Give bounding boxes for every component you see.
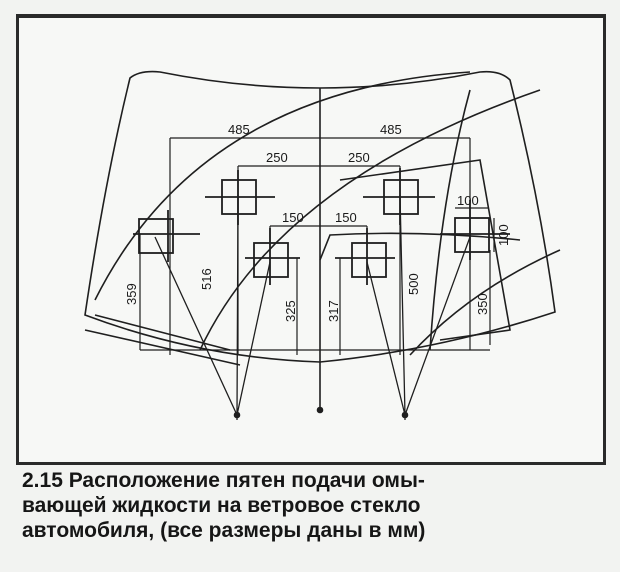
caption-line-1: 2.15 Расположение пятен подачи омы- (22, 469, 425, 492)
spot-right-mid (363, 168, 435, 225)
dim-150-right: 150 (335, 210, 357, 225)
dim-485-right: 485 (380, 122, 402, 137)
dim-317: 317 (326, 300, 341, 322)
spot-left-mid (205, 170, 275, 225)
wiper-blade-right (429, 89, 471, 351)
nozzle-right (401, 411, 409, 419)
caption-line-2: вающей жидкости на ветровое стекло (22, 494, 421, 517)
windshield-outline (84, 70, 556, 363)
spot-left-inner (245, 228, 300, 285)
wiper-arc-left (94, 71, 471, 301)
figure-caption: 2.15 Расположение пятен подачи омы- вающ… (22, 468, 612, 543)
dim-516: 516 (199, 268, 214, 290)
dim-485-left: 485 (228, 122, 250, 137)
dimension-labels: 485 485 250 250 150 150 100 100 359 516 … (124, 122, 511, 322)
caption-line-3: автомобиля, (все размеры даны в мм) (22, 519, 426, 542)
dim-350: 350 (475, 293, 490, 315)
dim-250-left: 250 (266, 150, 288, 165)
dim-359: 359 (124, 283, 139, 305)
dimension-lines (139, 137, 495, 355)
dim-150-left: 150 (282, 210, 304, 225)
wiper-arc-mid (199, 89, 541, 351)
dim-100-height: 100 (496, 224, 511, 246)
windshield-diagram: 485 485 250 250 150 150 100 100 359 516 … (84, 70, 561, 420)
wiper-sweep-left (84, 314, 241, 366)
dim-100-width: 100 (457, 193, 479, 208)
nozzle-center (316, 406, 324, 414)
dim-325: 325 (283, 300, 298, 322)
spot-left-outer (133, 210, 200, 262)
dim-500: 500 (406, 273, 421, 295)
wiper-arc-right (409, 249, 561, 356)
spot-right-inner (335, 228, 395, 285)
nozzle-left (233, 411, 241, 419)
nozzle-rays (154, 194, 471, 420)
dim-250-right: 250 (348, 150, 370, 165)
